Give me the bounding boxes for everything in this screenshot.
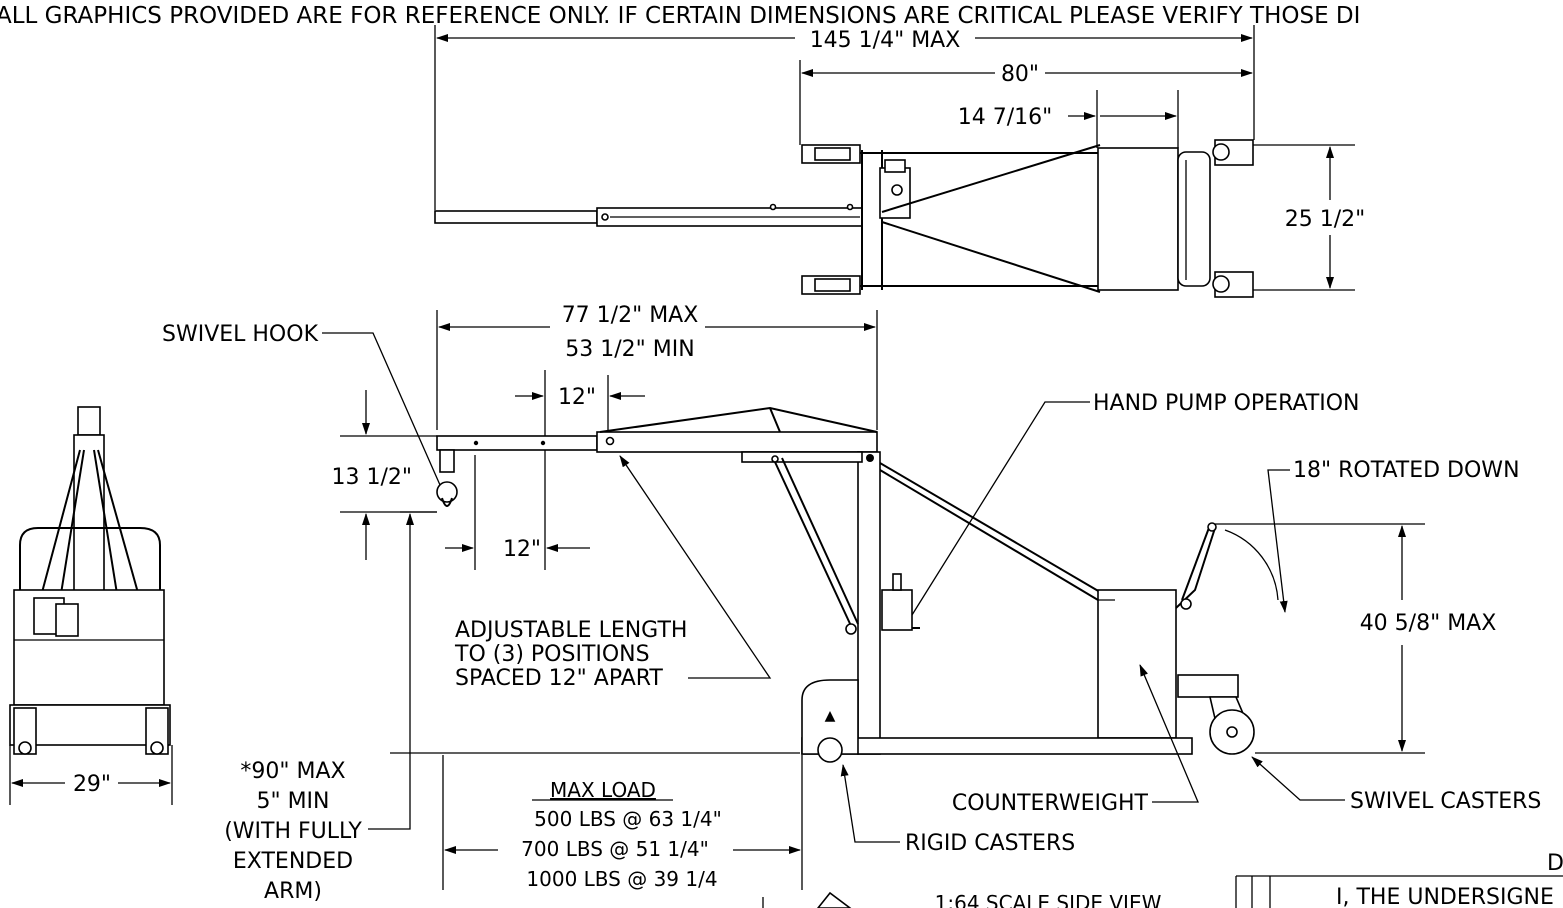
note-adjustable-1: ADJUSTABLE LENGTH [455, 618, 687, 643]
header-note: ALL GRAPHICS PROVIDED ARE FOR REFERENCE … [0, 3, 1360, 29]
dim-overall-length: 145 1/4" MAX [810, 28, 961, 53]
max-load-line-1: 500 LBS @ 63 1/4" [534, 807, 722, 831]
dim-extension-bottom: 12" [503, 537, 541, 562]
label-swivel-casters: SWIVEL CASTERS [1350, 789, 1541, 814]
dim-front-width: 29" [73, 772, 111, 797]
dim-counterweight-width: 14 7/16" [958, 105, 1053, 130]
front-view: 29" [9, 406, 173, 805]
note-height-2: 5" MIN [256, 789, 329, 814]
label-rigid-casters: RIGID CASTERS [905, 831, 1075, 856]
note-height-4: EXTENDED [233, 849, 353, 874]
dim-overall-width: 25 1/2" [1285, 207, 1366, 232]
dim-reach-max: 77 1/2" MAX [562, 303, 699, 328]
dim-base-length: 80" [1001, 62, 1039, 87]
top-view: 145 1/4" MAX 80" 14 7/16" 25 1/2" [434, 25, 1366, 298]
dim-handle-height: 40 5/8" MAX [1360, 611, 1497, 636]
side-view: 77 1/2" MAX 53 1/2" MIN 12" SWIVEL HOOK … [162, 303, 1541, 908]
max-load-title: MAX LOAD [550, 778, 656, 802]
note-adjustable-3: SPACED 12" APART [455, 666, 663, 691]
dim-hook-drop: 13 1/2" [331, 465, 412, 490]
label-hand-pump: HAND PUMP OPERATION [1093, 391, 1360, 416]
label-swivel-hook: SWIVEL HOOK [162, 322, 319, 347]
note-adjustable-2: TO (3) POSITIONS [454, 642, 650, 667]
logo-mark: ▲ [825, 708, 836, 724]
notes-heading: D [1547, 851, 1563, 876]
notes-box: D I, THE UNDERSIGNE [1235, 851, 1563, 908]
label-counterweight: COUNTERWEIGHT [952, 791, 1149, 816]
note-height-3: (WITH FULLY [224, 819, 362, 844]
notes-line-1: I, THE UNDERSIGNE [1336, 885, 1554, 908]
scale-label: 1:64 SCALE SIDE VIEW [935, 891, 1162, 908]
note-height-1: *90" MAX [240, 759, 345, 784]
label-rotated-down: 18" ROTATED DOWN [1293, 458, 1520, 483]
max-load-line-2: 700 LBS @ 51 1/4" [521, 837, 709, 861]
note-height-5: ARM) [264, 879, 322, 904]
max-load-line-3: 1000 LBS @ 39 1/4 [526, 867, 717, 891]
dim-extension-top: 12" [558, 385, 596, 410]
dim-reach-min: 53 1/2" MIN [565, 337, 694, 362]
